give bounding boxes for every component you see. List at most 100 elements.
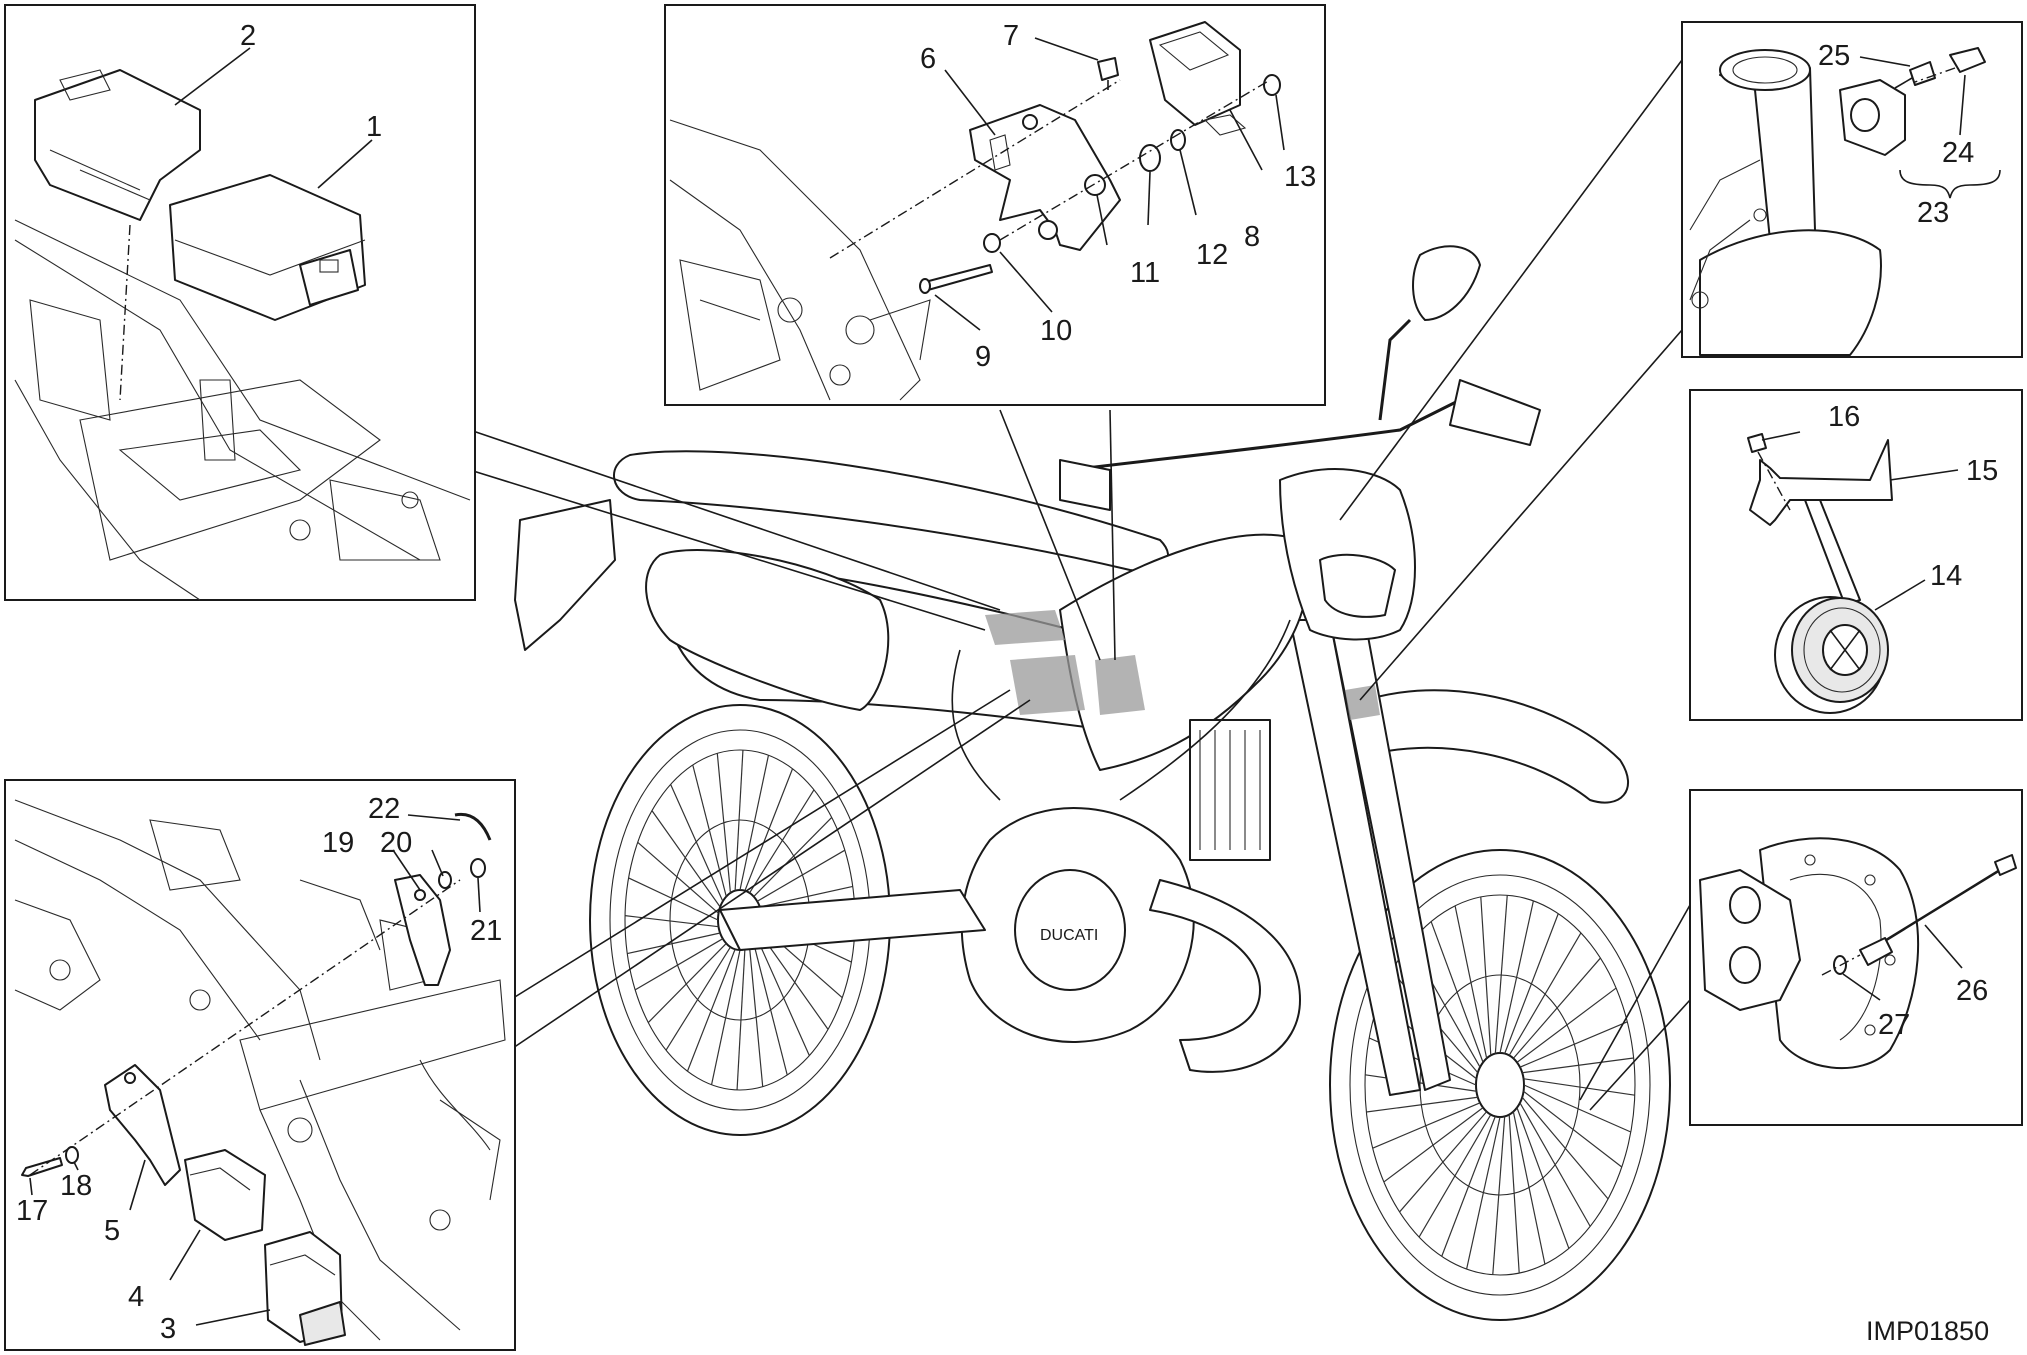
detail-panel-regulator: 22 19 20 21 17 18 5 4 3 (4, 779, 516, 1351)
wheel-spoke (670, 784, 724, 902)
callout-18: 18 (60, 1170, 92, 1202)
brace-23 (1899, 169, 2001, 199)
motorcycle-drawing: DUCATI (514, 245, 1671, 1321)
part-2-connector-cover (34, 69, 201, 221)
wheel-spoke (1519, 1102, 1591, 1227)
callout-14: 14 (1930, 560, 1962, 592)
wheel-spoke (1522, 1057, 1634, 1074)
wheel-spoke (1523, 1078, 1635, 1096)
wheel-spoke (647, 943, 727, 1023)
part-20-washer (438, 871, 452, 889)
part-21-nut (470, 858, 486, 878)
callout-4: 4 (128, 1281, 144, 1313)
wheel-spoke (748, 946, 764, 1087)
wheel-spoke (1492, 1116, 1506, 1275)
wheel-spoke (1512, 1111, 1546, 1265)
wheel-spoke (1372, 1102, 1481, 1149)
wheel-spoke (749, 789, 815, 894)
detail-panel-speed-sensor: 26 27 (1689, 789, 2023, 1126)
detail-panel-horn: 16 15 14 (1689, 389, 2023, 721)
wheel-spoke (686, 949, 736, 1072)
callout-10: 10 (1040, 315, 1072, 347)
wheel-spoke (1494, 895, 1508, 1054)
wheel-spoke (734, 750, 744, 891)
part-14-horn (1774, 596, 1889, 714)
wheel-spoke (1466, 1116, 1501, 1270)
wheel-spoke (744, 768, 794, 891)
part-13-nut (1263, 74, 1281, 96)
silencer (645, 549, 890, 711)
wheel-spoke (739, 755, 770, 891)
callout-15: 15 (1966, 455, 1998, 487)
wheel-spoke (1521, 1096, 1609, 1200)
callout-17: 17 (16, 1195, 48, 1227)
front-fender (1319, 689, 1630, 804)
callout-3: 3 (160, 1313, 176, 1345)
callout-11: 11 (1130, 257, 1160, 289)
part-1-ecu (169, 174, 366, 321)
wheel-spoke (1418, 1114, 1492, 1238)
part-25-screw (1909, 61, 1936, 86)
callout-21: 21 (470, 915, 502, 947)
wheel-spoke (1504, 913, 1559, 1054)
wheel-spoke (1512, 957, 1601, 1059)
detail-panel-steering-sensor: 25 24 23 (1681, 21, 2023, 358)
callout-24: 24 (1942, 137, 1974, 169)
wheel-spoke (1366, 1096, 1478, 1113)
part-8-relay-module (1149, 21, 1247, 136)
location-highlight-ecu (985, 610, 1065, 645)
drawing-code: IMP01850 (1866, 1316, 1989, 1346)
part-16-screw (1747, 433, 1767, 453)
part-7-screw (1097, 57, 1119, 90)
mirror (1412, 245, 1481, 321)
wheel-spoke (1523, 1084, 1632, 1133)
wheel-spoke (1365, 1074, 1477, 1092)
callout-8: 8 (1244, 221, 1260, 253)
part-6-bracket (969, 104, 1121, 251)
callout-13: 13 (1284, 161, 1316, 193)
callout-7: 7 (1003, 20, 1019, 52)
detail-panel-ecu: 2 1 (4, 4, 476, 601)
part-12-washer (1170, 129, 1186, 151)
callout-27: 27 (1878, 1009, 1910, 1041)
callout-22: 22 (368, 793, 400, 825)
seat (613, 450, 1170, 572)
wheel-spoke (736, 949, 746, 1090)
part-9-screw (919, 264, 993, 294)
wheel-spoke (1454, 905, 1488, 1059)
part-11-grommet (1139, 144, 1161, 172)
location-highlight-horn (1345, 685, 1380, 720)
wheel-spoke (1516, 1107, 1570, 1249)
wheel-spoke (1383, 1107, 1484, 1183)
handlebar (1069, 398, 1461, 472)
exhaust-pipe (1149, 879, 1301, 1073)
wheel-spoke (1508, 1114, 1520, 1274)
callout-9: 9 (975, 341, 991, 373)
wheel-spoke (753, 943, 788, 1076)
part-19-bracket (394, 874, 451, 986)
callout-16: 16 (1828, 401, 1860, 433)
wheel-spoke (753, 817, 833, 897)
wheel-spoke (1430, 921, 1484, 1063)
part-15-horn-bracket (1749, 439, 1893, 526)
part-5-bracket (104, 1064, 181, 1186)
part-23-sensor-assembly (1839, 79, 1906, 156)
wheel-spoke (651, 810, 721, 908)
wheel-spoke (1516, 987, 1617, 1063)
callout-5: 5 (104, 1215, 120, 1247)
part-10-washer (983, 233, 1001, 253)
brake-caliper (1699, 869, 1801, 1011)
wheel-spoke (1519, 1021, 1628, 1068)
wheel-spoke (1508, 932, 1582, 1056)
callout-2: 2 (240, 20, 256, 52)
wheel-spoke (665, 946, 731, 1051)
wheel-spoke (756, 938, 810, 1056)
wheel-spoke (1399, 1111, 1488, 1213)
part-18-washer (65, 1146, 79, 1164)
wheel-spoke (624, 915, 719, 928)
svg-text:DUCATI: DUCATI (1040, 927, 1098, 944)
wheel-spoke (692, 764, 727, 897)
wheel-spoke (710, 949, 741, 1085)
wheel-spoke (627, 932, 721, 955)
